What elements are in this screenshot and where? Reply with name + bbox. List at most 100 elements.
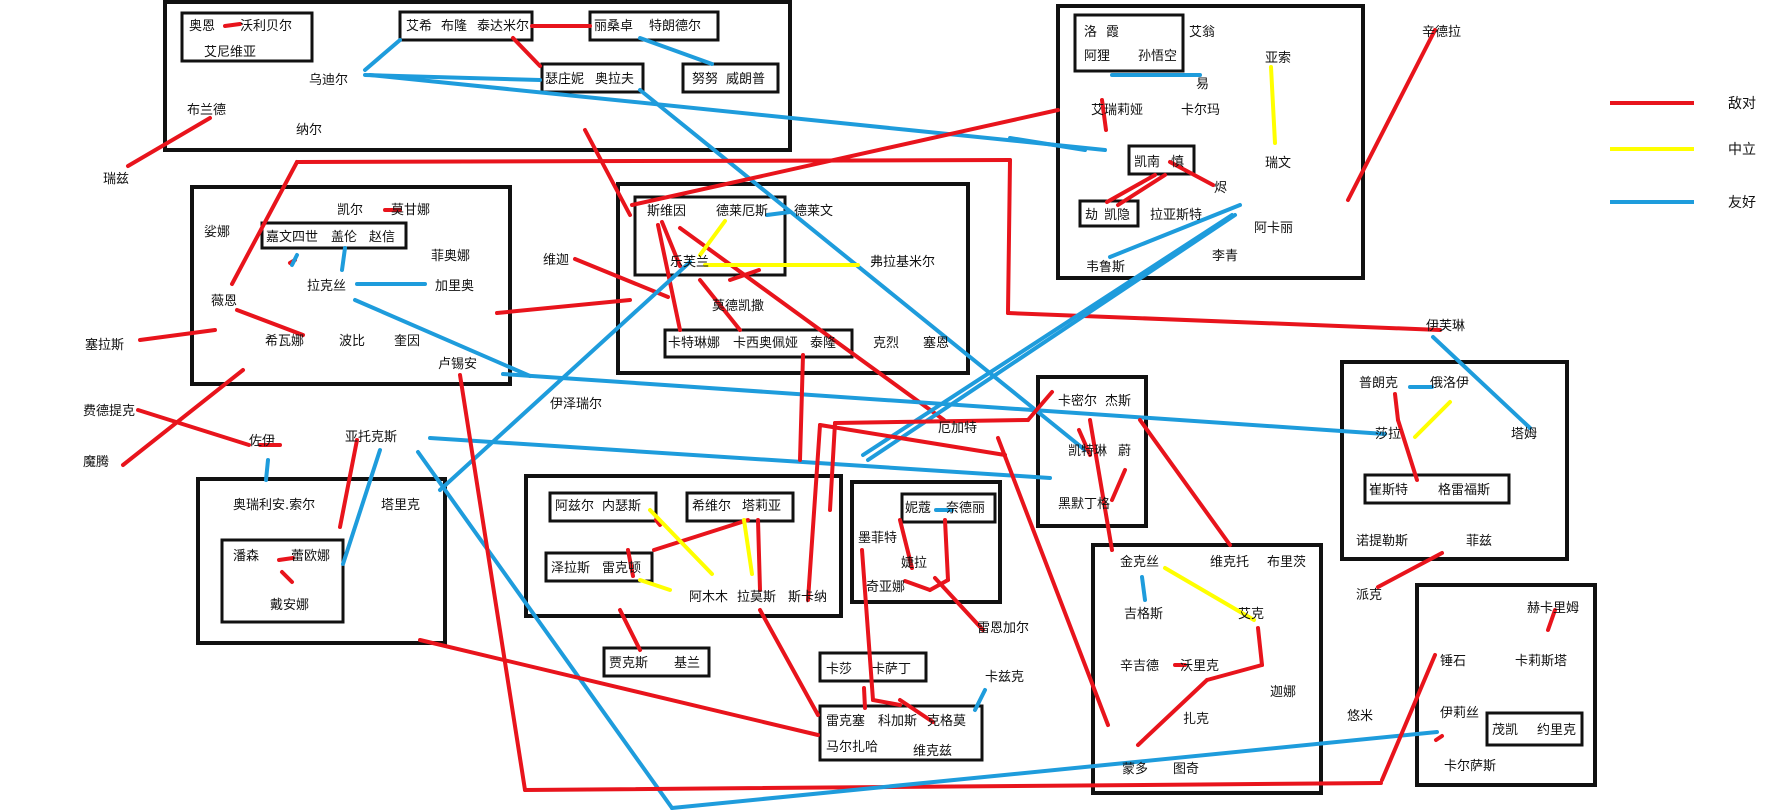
hostile-link-43 bbox=[458, 373, 527, 792]
hostile-link-62 bbox=[1138, 418, 1232, 547]
name-aurelion-sol: 奥瑞利安.索尔 bbox=[233, 498, 315, 513]
name-twisted-fate: 崔斯特 bbox=[1369, 482, 1408, 498]
name-urgot: 厄加特 bbox=[938, 421, 977, 436]
hostile-link-78 bbox=[1376, 551, 1444, 589]
friendly-link-67 bbox=[1140, 575, 1147, 602]
region-zaun bbox=[1091, 543, 1323, 795]
name-neeko: 妮蔻 bbox=[905, 501, 931, 516]
name-skarner: 斯卡纳 bbox=[788, 590, 827, 605]
name-braum: 布隆 bbox=[441, 19, 467, 34]
hostile-link-49 bbox=[1346, 28, 1437, 202]
name-evelynn: 伊芙琳 bbox=[1426, 319, 1465, 334]
hostile-link-83 bbox=[654, 518, 662, 527]
hostile-link-23 bbox=[573, 257, 670, 299]
hostile-link-73 bbox=[1393, 392, 1400, 422]
name-ornn: 奥恩 bbox=[189, 19, 215, 34]
name-graves: 格雷福斯 bbox=[1438, 482, 1490, 498]
name-kogmaw: 克格莫 bbox=[927, 713, 966, 729]
region-piltover bbox=[1036, 375, 1148, 528]
group-jax-kled bbox=[602, 646, 711, 678]
friendly-link-13 bbox=[290, 253, 299, 267]
hostile-link-90 bbox=[758, 608, 820, 717]
name-ezreal: 伊泽瑞尔 bbox=[550, 397, 602, 412]
hostile-link-103 bbox=[798, 353, 805, 462]
name-malzahar: 马尔扎哈 bbox=[826, 740, 878, 755]
name-singed: 辛吉德 bbox=[1120, 659, 1159, 674]
friendly-link-55 bbox=[1108, 203, 1242, 259]
name-fiora: 菲奥娜 bbox=[431, 249, 470, 264]
name-draven: 德莱文 bbox=[794, 204, 833, 219]
friendly-link-94 bbox=[973, 688, 987, 712]
name-kalista: 卡莉斯塔 bbox=[1515, 654, 1567, 669]
name-cassiopeia: 卡西奥佩娅 bbox=[733, 336, 798, 351]
name-vayne: 薇恩 bbox=[211, 294, 237, 309]
hostile-link-66 bbox=[996, 436, 1110, 727]
name-xerath: 泽拉斯 bbox=[551, 561, 590, 576]
name-lux: 拉克丝 bbox=[307, 279, 346, 294]
name-darius: 德莱厄斯 bbox=[716, 204, 768, 219]
hostile-link-80 bbox=[1380, 653, 1437, 782]
hostile-link-40 bbox=[277, 556, 295, 562]
group-sejuani-olaf bbox=[540, 62, 645, 94]
name-ashe: 艾希 bbox=[406, 19, 432, 34]
hostile-link-10 bbox=[630, 108, 1060, 207]
name-zac: 扎克 bbox=[1183, 712, 1209, 727]
hostile-link-41 bbox=[280, 570, 294, 584]
name-zoe: 佐伊 bbox=[249, 434, 275, 449]
name-nasus: 内瑟斯 bbox=[602, 498, 641, 514]
hostile-link-24 bbox=[660, 220, 682, 268]
hostile-link-93 bbox=[898, 698, 935, 724]
name-hecarim: 赫卡里姆 bbox=[1527, 601, 1579, 616]
hostile-link-91 bbox=[418, 638, 820, 737]
region-freljord bbox=[163, 0, 792, 152]
hostile-link-81 bbox=[1434, 734, 1444, 742]
group-ornn-volibear-anivia bbox=[180, 11, 314, 63]
hostile-link-92 bbox=[862, 686, 867, 710]
hostile-link-89 bbox=[618, 608, 642, 652]
hostile-link-60 bbox=[833, 418, 1030, 425]
hostile-link-96 bbox=[898, 518, 914, 570]
friendly-link-57 bbox=[861, 213, 1234, 457]
name-udyr: 乌迪尔 bbox=[309, 72, 348, 88]
name-talon: 泰隆 bbox=[810, 336, 836, 351]
name-leblanc: 乐芙兰 bbox=[670, 255, 709, 270]
name-ryze: 瑞兹 bbox=[103, 172, 129, 187]
name-lucian: 卢锡安 bbox=[438, 356, 477, 372]
name-pyke: 派克 bbox=[1356, 588, 1382, 603]
name-veigar: 维迦 bbox=[543, 253, 569, 268]
name-qiyana: 奇亚娜 bbox=[866, 579, 905, 595]
hostile-link-74 bbox=[1396, 418, 1419, 482]
name-kayle: 凯尔 bbox=[337, 203, 363, 218]
friendly-link-39 bbox=[341, 448, 382, 566]
name-ziggs: 吉格斯 bbox=[1124, 606, 1163, 622]
hostile-link-0 bbox=[223, 22, 242, 28]
name-akali: 阿卡丽 bbox=[1254, 221, 1293, 236]
name-twitch: 图奇 bbox=[1173, 761, 1199, 777]
hostile-link-16 bbox=[230, 160, 299, 286]
name-reksai: 雷克塞 bbox=[826, 713, 865, 729]
name-jarvan: 嘉文四世 bbox=[266, 230, 318, 245]
name-leona: 蕾欧娜 bbox=[291, 549, 330, 564]
hostile-link-88 bbox=[756, 518, 762, 592]
name-yuumi: 悠米 bbox=[1347, 709, 1373, 724]
hostile-link-102 bbox=[871, 698, 902, 707]
friendly-link-45 bbox=[670, 730, 1439, 810]
name-irelia: 艾瑞莉娅 bbox=[1091, 103, 1143, 118]
hostile-link-28 bbox=[728, 268, 761, 282]
name-nidalee: 奈德丽 bbox=[946, 501, 985, 516]
name-kennen: 凯南 bbox=[1134, 154, 1160, 170]
group-pantheon-leona-diana bbox=[220, 538, 345, 624]
hostile-link-59 bbox=[1026, 390, 1054, 422]
name-renekton: 雷克顿 bbox=[602, 561, 641, 576]
region-shadow-isles bbox=[1415, 583, 1597, 787]
name-jax: 贾克斯 bbox=[609, 656, 648, 671]
name-aatrox: 亚托克斯 bbox=[345, 430, 397, 445]
name-galio: 加里奥 bbox=[435, 279, 474, 294]
name-aatrox-ionia-rhaast: 拉亚斯特 bbox=[1150, 208, 1202, 223]
hostile-link-58 bbox=[1100, 98, 1108, 132]
name-sivir: 希维尔 bbox=[692, 499, 731, 514]
name-jinx: 金克丝 bbox=[1120, 554, 1159, 570]
name-gangplank: 普朗克 bbox=[1359, 376, 1398, 391]
name-master-yi: 易 bbox=[1196, 77, 1209, 92]
name-rengar: 雷恩加尔 bbox=[977, 621, 1029, 636]
